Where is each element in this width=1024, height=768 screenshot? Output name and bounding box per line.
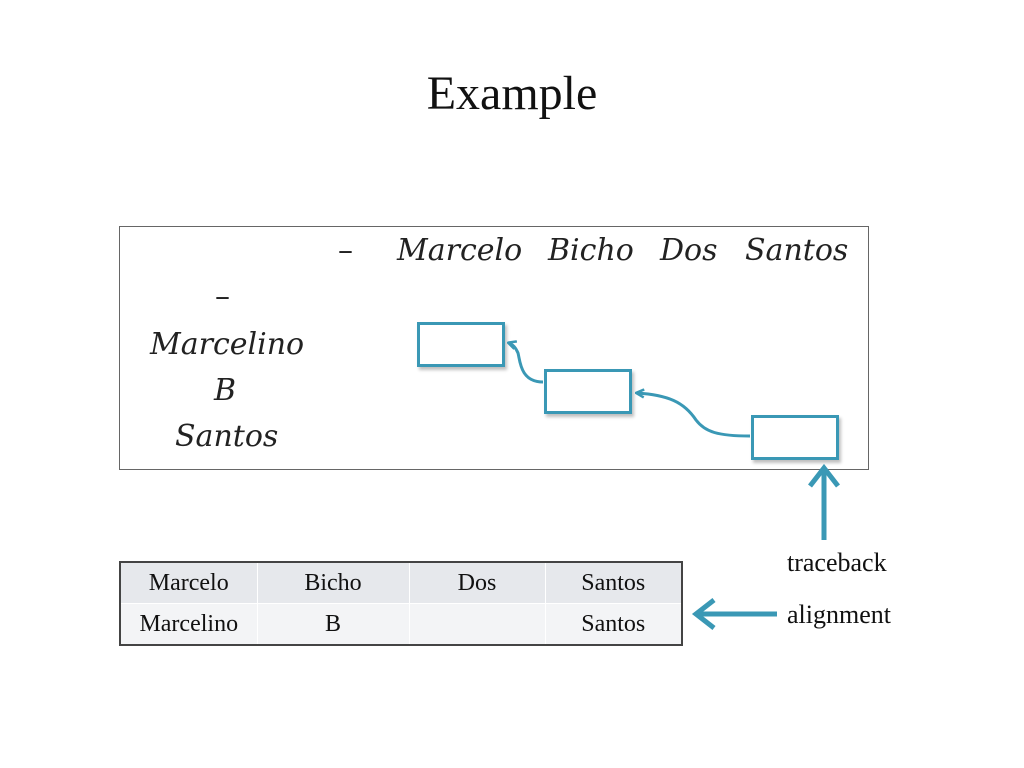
matrix-col-header-marcelo: Marcelo xyxy=(397,233,523,268)
table-cell: Dos xyxy=(408,561,546,604)
matrix-col-header-santos: Santos xyxy=(745,233,849,268)
table-cell: Santos xyxy=(544,561,683,604)
traceback-cell xyxy=(544,369,632,414)
table-cell: Santos xyxy=(544,603,683,646)
up-arrow-head xyxy=(808,463,840,488)
matrix-row-header-gap: – xyxy=(215,279,230,314)
alignment-label: alignment xyxy=(787,600,891,629)
matrix-col-header-bicho: Bicho xyxy=(548,233,634,268)
traceback-cell xyxy=(417,322,505,367)
traceback-arrow xyxy=(637,393,751,438)
matrix-row-header-b: B xyxy=(214,373,237,408)
matrix-col-header-dos: Dos xyxy=(660,233,718,268)
table-cell: Marcelino xyxy=(119,603,258,646)
matrix-row-header-santos: Santos xyxy=(175,419,279,454)
traceback-label: traceback xyxy=(787,548,887,577)
table-row: Marcelino B Santos xyxy=(119,603,683,646)
table-cell: B xyxy=(256,603,410,646)
matrix-row-header-marcelino: Marcelino xyxy=(150,327,305,362)
table-cell: Bicho xyxy=(256,561,410,604)
table-row: Marcelo Bicho Dos Santos xyxy=(119,561,683,604)
matrix-col-header-gap: – xyxy=(338,233,353,268)
traceback-arrow xyxy=(509,343,544,384)
traceback-cell xyxy=(751,415,839,460)
table-cell: Marcelo xyxy=(119,561,258,604)
slide-title: Example xyxy=(426,67,598,120)
left-arrow-head xyxy=(691,598,716,630)
table-cell xyxy=(408,603,546,646)
alignment-result-table: Marcelo Bicho Dos Santos Marcelino B San… xyxy=(119,561,683,646)
